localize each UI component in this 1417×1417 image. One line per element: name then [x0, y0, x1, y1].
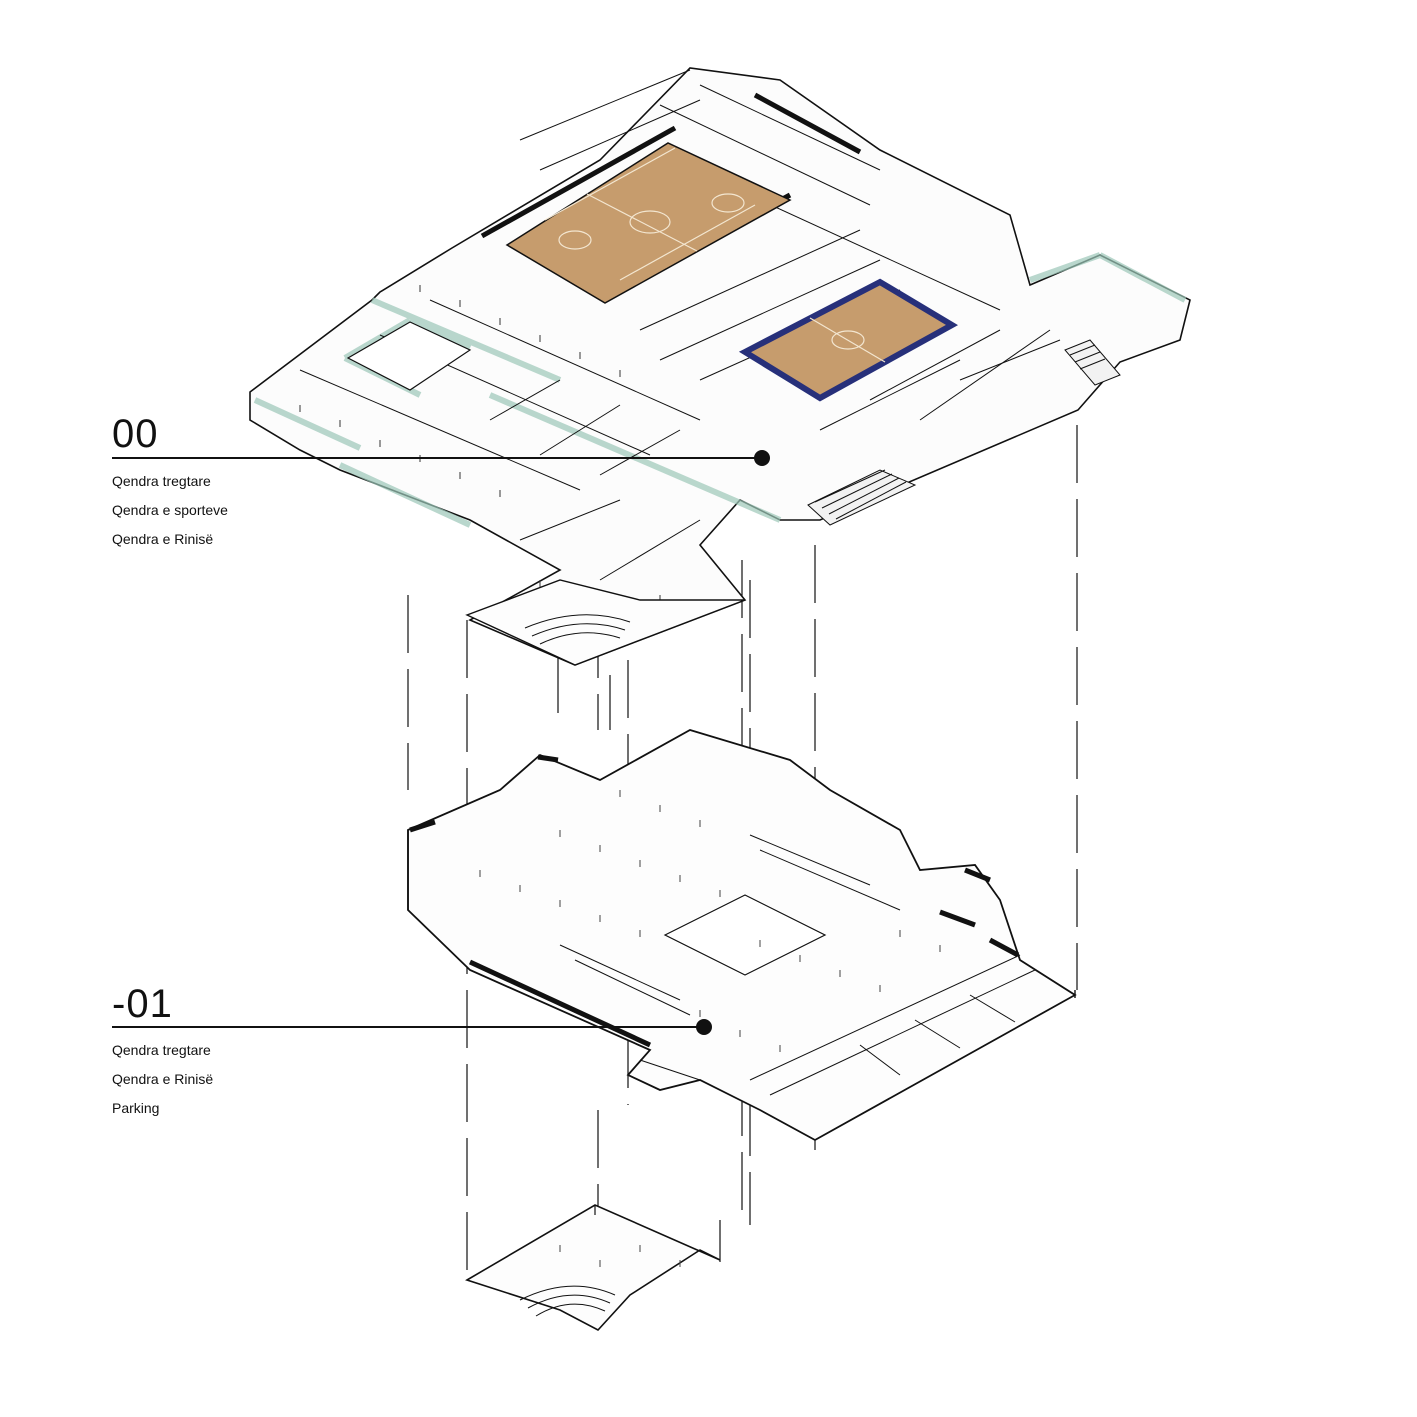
level-00-function-2: Qendra e sporteve [112, 502, 228, 518]
level-00-callout [112, 450, 770, 466]
level-00-function-3: Qendra e Rinisë [112, 531, 214, 547]
level-01-function-1: Qendra tregtare [112, 1042, 211, 1058]
level-01-label: -01 [112, 982, 173, 1026]
main-sports-court [505, 142, 792, 304]
level-00-plan [249, 67, 1191, 666]
level-02-outline [465, 1204, 721, 1331]
inner-void [663, 894, 827, 976]
courtyard [346, 321, 472, 391]
level-01-marker [696, 1019, 712, 1035]
level-00-function-1: Qendra tregtare [112, 473, 211, 489]
level-00-outline [249, 67, 1191, 666]
level-00-function-list: Qendra tregtare Qendra e sporteve Qendra… [112, 467, 228, 554]
level-01-columns [479, 790, 941, 1052]
secondary-court [738, 278, 959, 402]
level-00-label: 00 [112, 412, 159, 456]
level-00-marker [754, 450, 770, 466]
level-01-callout [112, 1019, 712, 1035]
level-01-function-2: Qendra e Rinisë [112, 1071, 214, 1087]
level-01-function-list: Qendra tregtare Qendra e Rinisë Parking [112, 1036, 213, 1123]
level-02-plan [465, 1204, 721, 1331]
auditorium-core [465, 579, 746, 666]
level-01-function-3: Parking [112, 1100, 160, 1116]
level-01-plan [407, 729, 1077, 1142]
level-00-columns [299, 285, 661, 617]
thick-walls [409, 754, 1020, 1048]
level-01-partitions [559, 834, 1036, 1096]
